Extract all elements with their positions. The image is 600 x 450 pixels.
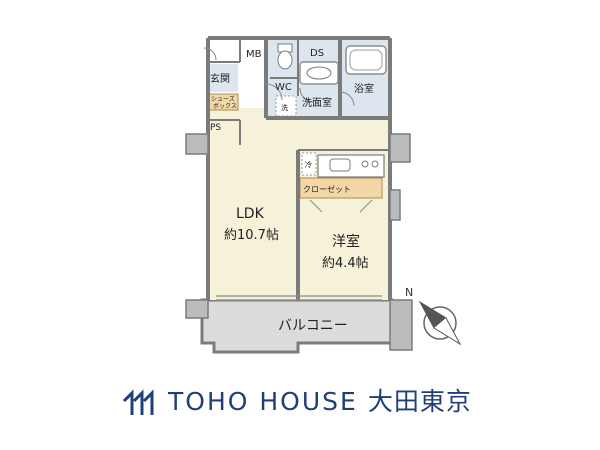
mb-label: MB <box>246 49 262 60</box>
western-room-size: 約4.4帖 <box>322 256 369 271</box>
bathtub <box>345 45 387 75</box>
balcony-label: バルコニー <box>278 318 348 334</box>
wc-label: WC <box>275 82 292 93</box>
brand-name-ja: 大田東京 <box>367 387 472 416</box>
balcony-area <box>185 298 413 354</box>
ldk-name: LDK <box>236 206 265 222</box>
shoe-box-label-1: シューズ <box>211 95 235 103</box>
bathroom-label: 浴室 <box>354 82 374 95</box>
brand-name: TOHO HOUSE 大田東京 <box>168 382 472 418</box>
doors <box>203 47 373 213</box>
brand-mark-icon <box>122 389 154 415</box>
wash-basin <box>299 61 339 85</box>
toilet <box>277 43 293 70</box>
compass-north-label: N <box>405 286 413 299</box>
fridge-label: 冷 <box>305 160 312 169</box>
washer-label: 洗 <box>281 103 288 112</box>
brand-name-en: TOHO HOUSE <box>168 387 358 416</box>
kitchen-counter <box>301 152 385 178</box>
ps-label: PS <box>210 123 221 133</box>
ldk-size: 約10.7帖 <box>224 228 279 243</box>
shoe-box-label-2: ボックス <box>213 102 237 110</box>
wall-columns <box>185 133 411 221</box>
closet-label: クローゼット <box>303 184 351 194</box>
western-room-name: 洋室 <box>332 233 360 250</box>
room-labels: MB DS 玄関 シューズ ボックス PS WC 洗 洗面室 浴室 冷 クローゼ… <box>210 48 374 334</box>
ds-label: DS <box>310 48 324 59</box>
brand-logo: TOHO HOUSE 大田東京 <box>122 378 472 422</box>
windows <box>216 295 382 301</box>
compass: N <box>405 286 462 346</box>
walls <box>206 36 392 300</box>
washroom-label: 洗面室 <box>302 96 332 109</box>
entrance-label: 玄関 <box>210 72 230 85</box>
